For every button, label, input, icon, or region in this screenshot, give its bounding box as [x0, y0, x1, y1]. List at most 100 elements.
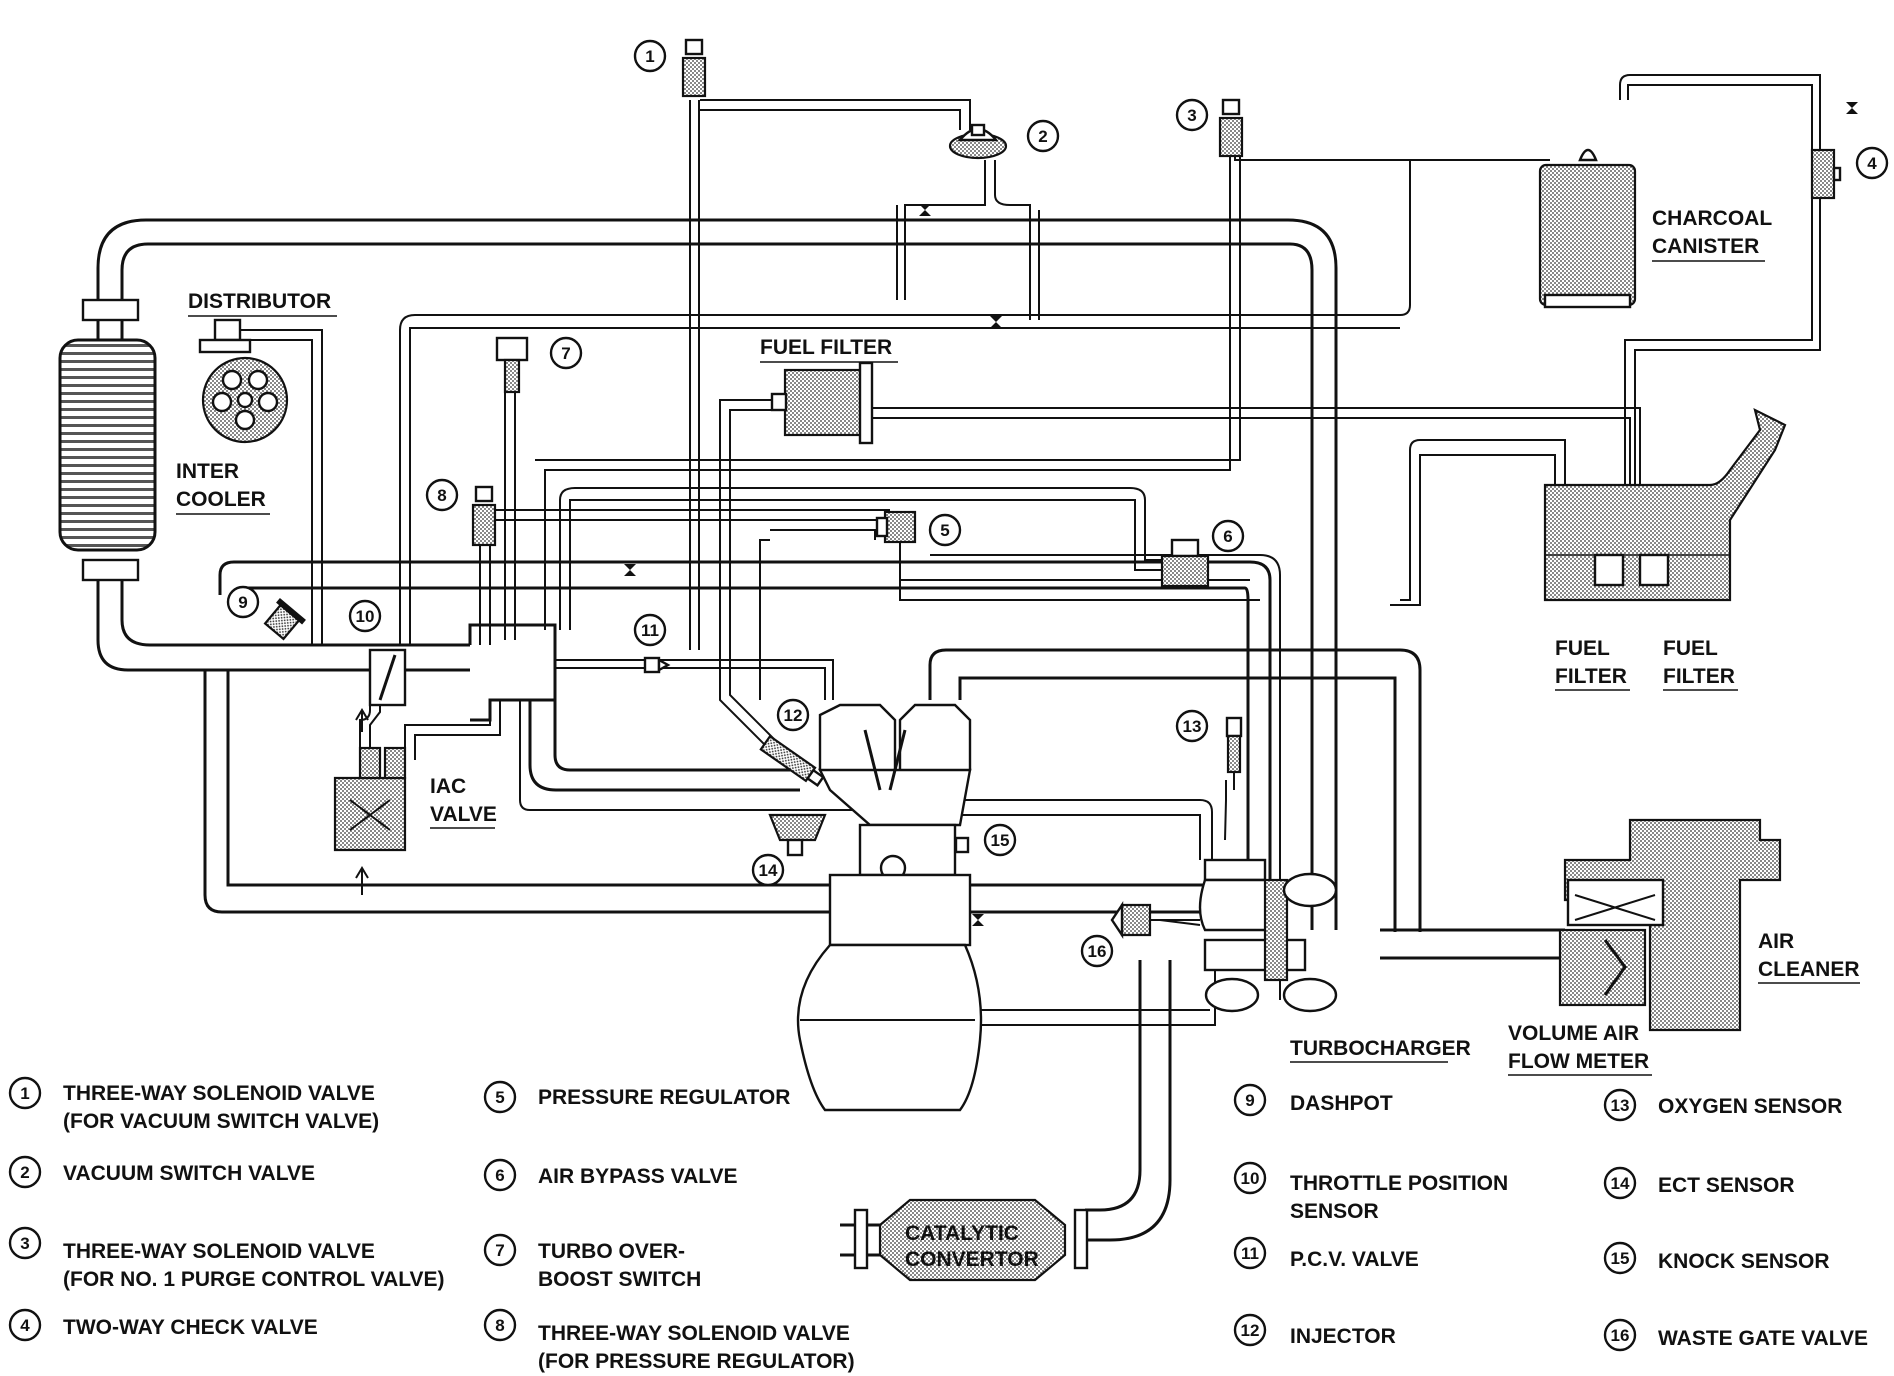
legend-item-16: 16 WASTE GATE VALVE	[1603, 1318, 1868, 1352]
distributor-icon	[198, 318, 289, 444]
restrictor-icon	[624, 564, 636, 576]
two-way-check-valve-icon	[1810, 148, 1842, 200]
legend-item-1: 1 THREE-WAY SOLENOID VALVE (FOR VACUUM SW…	[8, 1076, 379, 1133]
charcoal-canister-label-2: CANISTER	[1652, 235, 1759, 258]
svg-text:10: 10	[356, 607, 375, 626]
svg-text:WASTE GATE VALVE: WASTE GATE VALVE	[1658, 1327, 1868, 1350]
restrictor-icon	[1846, 102, 1858, 114]
air-cleaner-label-1: AIR	[1758, 930, 1794, 953]
svg-text:9: 9	[1245, 1091, 1254, 1110]
svg-text:3: 3	[1187, 106, 1196, 125]
svg-text:BOOST SWITCH: BOOST SWITCH	[538, 1268, 701, 1291]
svg-text:5: 5	[495, 1088, 504, 1107]
svg-text:THREE-WAY SOLENOID VALVE: THREE-WAY SOLENOID VALVE	[63, 1082, 375, 1105]
svg-text:13: 13	[1183, 717, 1202, 736]
svg-text:SENSOR: SENSOR	[1290, 1200, 1379, 1223]
legend-item-13: 13 OXYGEN SENSOR	[1603, 1088, 1842, 1122]
legend-item-11: 11 P.C.V. VALVE	[1233, 1236, 1419, 1271]
charcoal-canister-label-1: CHARCOAL	[1652, 207, 1772, 230]
legend-item-12: 12 INJECTOR	[1233, 1313, 1396, 1348]
svg-text:10: 10	[1241, 1169, 1260, 1188]
svg-text:INJECTOR: INJECTOR	[1290, 1325, 1396, 1348]
legend-item-10: 10 THROTTLE POSITION SENSOR	[1233, 1161, 1508, 1223]
restrictor-icon	[919, 204, 931, 216]
svg-text:15: 15	[991, 831, 1010, 850]
callout-12: 12	[776, 698, 810, 732]
svg-text:1: 1	[645, 47, 654, 66]
svg-text:(FOR NO. 1 PURGE CONTROL VALVE: (FOR NO. 1 PURGE CONTROL VALVE)	[63, 1268, 445, 1291]
air-cleaner-label-2: CLEANER	[1758, 958, 1860, 981]
svg-text:11: 11	[1241, 1244, 1259, 1263]
tank-fuel-filter-left-label-1: FUEL	[1555, 637, 1610, 660]
iac-valve-label-1: IAC	[430, 775, 466, 798]
solenoid-valve-3-icon	[1218, 98, 1244, 158]
component-labels: DISTRIBUTOR INTER COOLER IAC VALVE FUEL …	[176, 207, 1860, 1271]
callout-5: 5	[928, 513, 962, 547]
svg-text:OXYGEN SENSOR: OXYGEN SENSOR	[1658, 1095, 1842, 1118]
hose-network	[96, 74, 1821, 1242]
legend-item-8: 8 THREE-WAY SOLENOID VALVE(FOR PRESSURE …	[483, 1308, 855, 1373]
knock-sensor-icon	[954, 836, 970, 854]
restrictor-icon	[972, 914, 984, 926]
callout-3: 3	[1175, 98, 1209, 132]
legend-item-2: 2 VACUUM SWITCH VALVE	[8, 1155, 315, 1189]
legend-item-9: 9 DASHPOT	[1233, 1083, 1393, 1117]
callout-11: 11	[633, 613, 667, 647]
fuel-tank-icon	[1543, 407, 1787, 602]
tank-fuel-filter-left-label-2: FILTER	[1555, 665, 1627, 688]
vacuum-switch-valve-icon	[948, 123, 1008, 160]
iac-valve-label-2: VALVE	[430, 803, 497, 826]
throttle-position-sensor-icon	[368, 648, 407, 707]
turbocharger-icon	[1198, 858, 1338, 1013]
solenoid-valve-1-icon	[681, 38, 707, 98]
svg-text:5: 5	[940, 521, 949, 540]
svg-text:TURBO OVER-: TURBO OVER-	[538, 1240, 685, 1263]
tank-fuel-filter-right-label-2: FILTER	[1663, 665, 1735, 688]
oxygen-sensor-icon	[1225, 716, 1243, 790]
iac-valve-icon	[333, 708, 407, 895]
legend-item-4: 4 TWO-WAY CHECK VALVE	[8, 1308, 318, 1342]
inter-cooler-label-2: COOLER	[176, 488, 266, 511]
catalytic-convertor-icon	[840, 1198, 1089, 1282]
engine-icon	[796, 703, 983, 1112]
inter-cooler-label-1: INTER	[176, 460, 239, 483]
callout-4: 4	[1855, 146, 1889, 180]
callout-16: 16	[1080, 934, 1114, 968]
solenoid-valve-8-icon	[471, 485, 497, 547]
svg-text:PRESSURE REGULATOR: PRESSURE REGULATOR	[538, 1086, 790, 1109]
svg-text:THREE-WAY SOLENOID VALVE: THREE-WAY SOLENOID VALVE	[63, 1240, 375, 1263]
svg-text:14: 14	[759, 861, 778, 880]
svg-text:6: 6	[1223, 527, 1232, 546]
callout-9: 9	[226, 585, 260, 619]
callout-10: 10	[348, 599, 382, 633]
dashpot-icon	[263, 598, 306, 641]
legend-item-3: 3 THREE-WAY SOLENOID VALVE(FOR NO. 1 PUR…	[8, 1226, 445, 1291]
volume-air-flow-meter-label-2: FLOW METER	[1508, 1050, 1649, 1073]
svg-text:AIR BYPASS VALVE: AIR BYPASS VALVE	[538, 1165, 738, 1188]
svg-text:16: 16	[1088, 942, 1107, 961]
catalytic-convertor-label-1: CATALYTIC	[905, 1222, 1019, 1245]
svg-text:VACUUM SWITCH VALVE: VACUUM SWITCH VALVE	[63, 1162, 315, 1185]
svg-text:12: 12	[784, 706, 803, 725]
charcoal-canister-icon	[1538, 148, 1637, 309]
svg-text:2: 2	[20, 1163, 29, 1182]
svg-text:THROTTLE POSITION: THROTTLE POSITION	[1290, 1172, 1508, 1195]
injector-icon	[759, 734, 825, 787]
svg-text:11: 11	[641, 621, 659, 640]
svg-text:(FOR VACUUM SWITCH VALVE): (FOR VACUUM SWITCH VALVE)	[63, 1110, 379, 1133]
svg-text:14: 14	[1611, 1174, 1630, 1193]
fuel-filter-icon	[770, 361, 874, 445]
svg-text:13: 13	[1611, 1096, 1630, 1115]
svg-text:16: 16	[1611, 1326, 1630, 1345]
svg-text:ECT SENSOR: ECT SENSOR	[1658, 1174, 1795, 1197]
svg-text:THREE-WAY SOLENOID VALVE: THREE-WAY SOLENOID VALVE	[538, 1322, 850, 1345]
legend-item-15: 15 KNOCK SENSOR	[1603, 1241, 1830, 1275]
svg-text:15: 15	[1611, 1249, 1630, 1268]
svg-text:TWO-WAY CHECK VALVE: TWO-WAY CHECK VALVE	[63, 1316, 318, 1339]
svg-text:1: 1	[20, 1084, 29, 1103]
svg-text:9: 9	[238, 593, 247, 612]
callout-1: 1	[633, 39, 667, 73]
legend-item-7: 7 TURBO OVER-BOOST SWITCH	[483, 1233, 701, 1291]
callout-6: 6	[1211, 519, 1245, 553]
